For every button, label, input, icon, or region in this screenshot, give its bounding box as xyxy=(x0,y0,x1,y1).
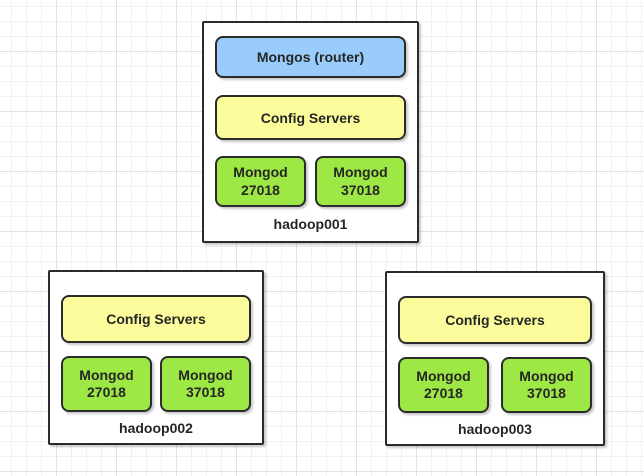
mongod-27018-shape-hadoop003[interactable]: Mongod 27018 xyxy=(398,357,489,413)
config-servers-shape-hadoop003[interactable]: Config Servers xyxy=(398,296,592,344)
mongod-37018-label: Mongod 37018 xyxy=(333,164,388,198)
mongod-37018-shape-hadoop003[interactable]: Mongod 37018 xyxy=(501,357,592,413)
host-box-hadoop001[interactable]: Mongos (router) Config Servers Mongod 27… xyxy=(202,21,419,243)
host-box-hadoop002[interactable]: Config Servers Mongod 27018 Mongod 37018… xyxy=(48,270,264,445)
config-servers-shape-hadoop001[interactable]: Config Servers xyxy=(215,95,406,140)
mongod-row-hadoop003: Mongod 27018 Mongod 37018 xyxy=(398,357,592,413)
host-label-hadoop001: hadoop001 xyxy=(273,216,348,232)
mongos-router-shape[interactable]: Mongos (router) xyxy=(215,36,406,78)
config-servers-shape-hadoop002[interactable]: Config Servers xyxy=(61,295,251,343)
mongod-row-hadoop002: Mongod 27018 Mongod 37018 xyxy=(61,356,251,412)
mongod-27018-label: Mongod 27018 xyxy=(233,164,288,198)
mongod-row-hadoop001: Mongod 27018 Mongod 37018 xyxy=(215,156,406,207)
host-label-hadoop002: hadoop002 xyxy=(119,419,193,436)
host-box-hadoop003[interactable]: Config Servers Mongod 27018 Mongod 37018… xyxy=(385,271,605,446)
mongod-27018-shape-hadoop002[interactable]: Mongod 27018 xyxy=(61,356,152,412)
config-servers-label: Config Servers xyxy=(106,311,206,327)
mongod-27018-shape-hadoop001[interactable]: Mongod 27018 xyxy=(215,156,306,207)
mongod-37018-shape-hadoop002[interactable]: Mongod 37018 xyxy=(160,356,251,412)
mongod-37018-label: Mongod 37018 xyxy=(178,366,233,401)
mongos-router-label: Mongos (router) xyxy=(256,49,365,65)
mongod-37018-shape-hadoop001[interactable]: Mongod 37018 xyxy=(315,156,406,207)
host-label-hadoop003: hadoop003 xyxy=(458,420,532,437)
config-servers-label: Config Servers xyxy=(445,312,545,328)
mongod-27018-label: Mongod 27018 xyxy=(416,367,471,402)
mongod-27018-label: Mongod 27018 xyxy=(79,366,134,401)
config-servers-label: Config Servers xyxy=(260,109,361,126)
mongod-37018-label: Mongod 37018 xyxy=(519,367,574,402)
